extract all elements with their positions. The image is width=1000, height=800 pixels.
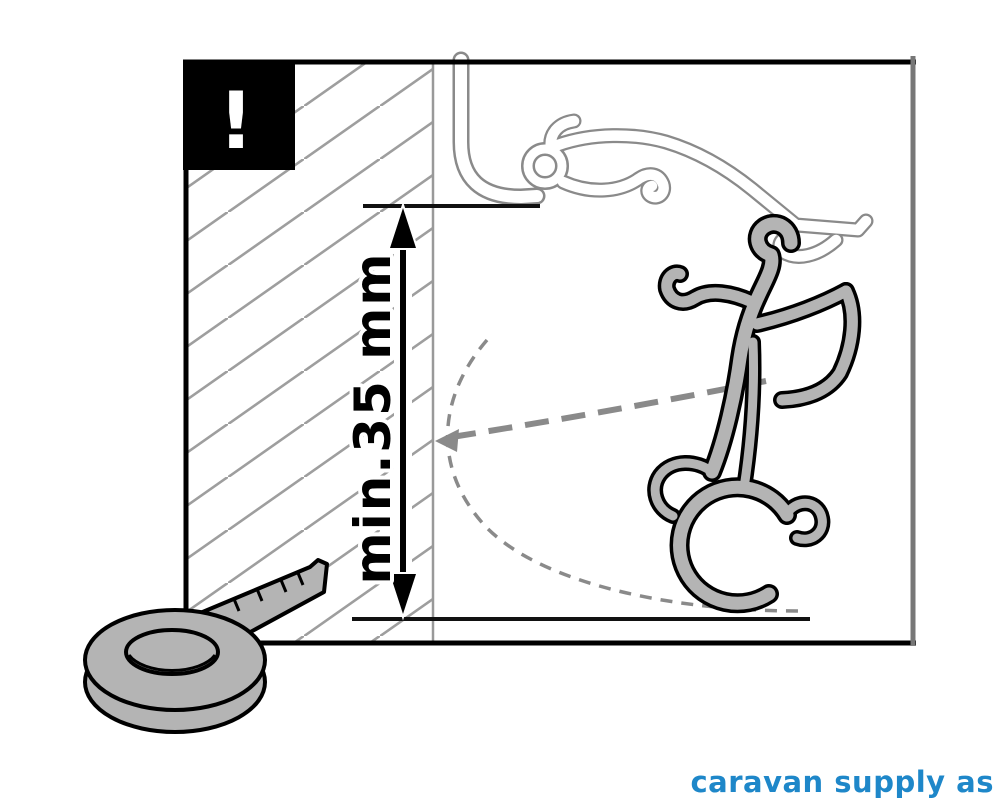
diagram-frame — [183, 56, 916, 646]
tape-graduations — [232, 572, 305, 612]
hanger-bracket-profile — [647, 213, 862, 614]
exclamation-warning-icon: ! — [218, 77, 254, 167]
brand-watermark: caravan supply as — [690, 765, 994, 799]
arrowhead-up-icon — [387, 201, 419, 250]
swing-arc-dashed — [445, 338, 807, 613]
tape-measure-icon — [83, 558, 329, 734]
dimension-label: min.35 mm — [344, 251, 402, 584]
awning-rail-profile — [452, 51, 874, 264]
warning-badge: ! — [183, 64, 295, 170]
arrowhead-down-icon — [387, 572, 419, 621]
dimension-arrow — [387, 201, 419, 621]
